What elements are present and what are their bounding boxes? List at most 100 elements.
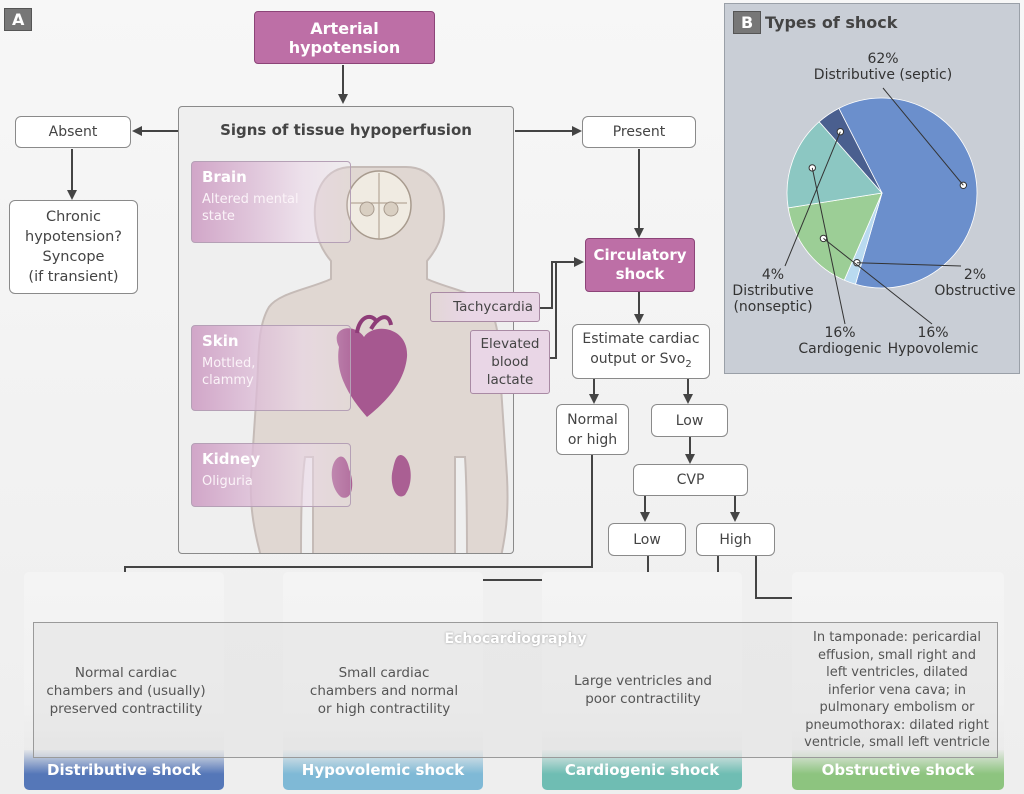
- skin-desc-line: Mottled,: [202, 356, 256, 371]
- line-lactate-to-shock: [550, 262, 557, 359]
- present-box: Present: [582, 116, 696, 148]
- pie-label-hypovolemic: 16% Hypovolemic: [883, 325, 983, 357]
- obstructive-echo-line: In tamponade: pericardial: [813, 630, 981, 645]
- cardiogenic-echo-line: poor contractility: [585, 691, 701, 707]
- obstructive-echo-line: effusion, small right and: [818, 647, 976, 663]
- brain-label: Brain Altered mental state: [191, 161, 351, 243]
- pie-slice-hypovolemic: [787, 192, 883, 281]
- brain-desc-line: Altered mental: [202, 192, 299, 207]
- kidney-desc: Oliguria: [202, 474, 253, 489]
- circulatory-shock-box: Circulatory shock: [585, 238, 695, 292]
- pie-leader-line: [856, 262, 962, 267]
- chronic-hypotension-box: Chronic hypotension? Syncope (if transie…: [9, 200, 138, 294]
- absent-box: Absent: [15, 116, 131, 148]
- cardiogenic-echo-text: Large ventricles and poor contractility: [551, 672, 735, 708]
- pie-label-septic-name: Distributive (septic): [813, 67, 953, 83]
- obstructive-echo-line: pulmonary embolism or: [819, 700, 975, 715]
- distributive-echo-text: Normal cardiac chambers and (usually) pr…: [34, 664, 218, 718]
- absent-note-line: Syncope: [42, 249, 105, 265]
- hypovolemic-echo-line: Small cardiac: [338, 665, 430, 681]
- brain-title: Brain: [202, 168, 247, 186]
- kidney-label: Kidney Oliguria: [191, 443, 351, 507]
- obstructive-echo-line: inferior vena cava; in: [828, 682, 966, 698]
- pie-label-obstructive-pct: 2%: [963, 267, 987, 283]
- distributive-column: Distributive shock: [24, 572, 224, 790]
- pie-label-hypovolemic-pct: 16%: [917, 325, 949, 341]
- obstructive-echo-line: left ventricles, dilated: [826, 665, 968, 680]
- low-output-box: Low: [651, 404, 728, 437]
- absent-note-line: (if transient): [28, 269, 119, 285]
- panel-a-tag: A: [4, 8, 33, 31]
- tachycardia-label: Tachycardia: [430, 292, 540, 322]
- pie-label-nonseptic-name-2: (nonseptic): [733, 299, 813, 315]
- hypoperfusion-title: Signs of tissue hypoperfusion: [220, 121, 472, 139]
- arterial-hypotension-box: Arterial hypotension: [254, 11, 435, 64]
- pie-label-cardiogenic-name: Cardiogenic: [798, 341, 882, 357]
- pie-label-septic-pct: 62%: [867, 51, 899, 67]
- pie-label-cardiogenic: 16% Cardiogenic: [791, 325, 889, 357]
- hypoperfusion-panel: Signs of tissue hypoperfusion Brain Alte…: [178, 106, 514, 554]
- high-cvp-box: High: [696, 523, 775, 556]
- cvp-box: CVP: [633, 464, 748, 496]
- pie-label-nonseptic-pct: 4%: [761, 267, 785, 283]
- pie-slice-cardiogenic: [786, 121, 883, 209]
- pie-label-septic: 62% Distributive (septic): [803, 51, 963, 83]
- estimate-line-2: output or Svo2: [590, 349, 692, 375]
- pie-label-hypovolemic-name: Hypovolemic: [887, 341, 979, 357]
- distributive-shock-label: Distributive shock: [24, 750, 224, 790]
- hypovolemic-echo-line: or high contractility: [317, 701, 451, 717]
- brain-desc: Altered mental state: [202, 191, 340, 225]
- echocardiography-label: Echocardiography: [444, 631, 587, 647]
- estimate-line: Estimate cardiac: [582, 330, 700, 347]
- pie-slice-septic: [838, 97, 978, 289]
- pie-label-obstructive-name: Obstructive: [934, 283, 1016, 299]
- low-cvp-box: Low: [608, 523, 686, 556]
- pie-label-nonseptic-name: Distributive: [732, 283, 814, 299]
- distributive-echo-line: preserved contractility: [49, 701, 203, 717]
- hypovolemic-column: Hypovolemic shock: [283, 572, 483, 790]
- hypovolemic-echo-text: Small cardiac chambers and normal or hig…: [292, 664, 476, 718]
- estimate-cardiac-output-box: Estimate cardiac output or Svo2: [572, 324, 710, 379]
- obstructive-echo-text: In tamponade: pericardial effusion, smal…: [797, 629, 997, 752]
- circulatory-line: Circulatory: [593, 246, 687, 264]
- normal-high-line: Normal: [567, 411, 618, 428]
- obstructive-echo-line: pneumothorax: dilated right: [805, 717, 989, 733]
- shock-types-pie-chart: [784, 87, 978, 325]
- skin-desc: Mottled,clammy: [202, 355, 340, 389]
- pie-leader-line: [784, 131, 841, 267]
- cardiogenic-echo-line: Large ventricles and: [574, 673, 712, 689]
- pie-leader-line: [823, 238, 933, 325]
- obstructive-column: Obstructive shock: [792, 572, 1004, 790]
- lactate-line: lactate: [486, 372, 534, 388]
- distributive-echo-line: chambers and (usually): [46, 683, 206, 699]
- cardiogenic-column: Cardiogenic shock: [542, 572, 742, 790]
- hypovolemic-shock-label: Hypovolemic shock: [283, 750, 483, 790]
- elevated-lactate-label: Elevated blood lactate: [470, 330, 550, 394]
- pie-label-cardiogenic-pct: 16%: [824, 325, 856, 341]
- absent-note-line: hypotension?: [25, 229, 122, 245]
- estimate-svo-text: output or Svo: [590, 350, 686, 367]
- lactate-line: blood: [491, 354, 529, 370]
- panel-b-tag: B: [733, 11, 762, 34]
- kidney-title: Kidney: [202, 450, 261, 468]
- hypovolemic-echo-line: chambers and normal: [309, 683, 459, 699]
- cardiogenic-shock-label: Cardiogenic shock: [542, 750, 742, 790]
- normal-or-high-box: Normal or high: [556, 404, 629, 455]
- pie-label-nonseptic: 4% Distributive (nonseptic): [729, 267, 817, 315]
- pie-leader-line: [882, 87, 964, 186]
- circulatory-line: shock: [615, 265, 665, 283]
- obstructive-echo-line: ventricle, small left ventricle: [804, 735, 990, 750]
- brain-desc-line: state: [202, 209, 235, 224]
- skin-title: Skin: [202, 332, 239, 350]
- absent-note-line: Chronic: [45, 209, 102, 225]
- estimate-subscript: 2: [685, 358, 692, 370]
- distributive-echo-line: Normal cardiac: [74, 665, 178, 681]
- pie-leader-line: [811, 167, 846, 325]
- normal-high-line: or high: [567, 431, 618, 448]
- pie-label-obstructive: 2% Obstructive: [930, 267, 1020, 299]
- echocardiography-band: Echocardiography: [33, 622, 998, 758]
- lactate-line: Elevated: [480, 336, 540, 352]
- types-of-shock-title: Types of shock: [765, 13, 898, 32]
- types-of-shock-panel: B Types of shock 62% Distributive (septi…: [724, 3, 1020, 374]
